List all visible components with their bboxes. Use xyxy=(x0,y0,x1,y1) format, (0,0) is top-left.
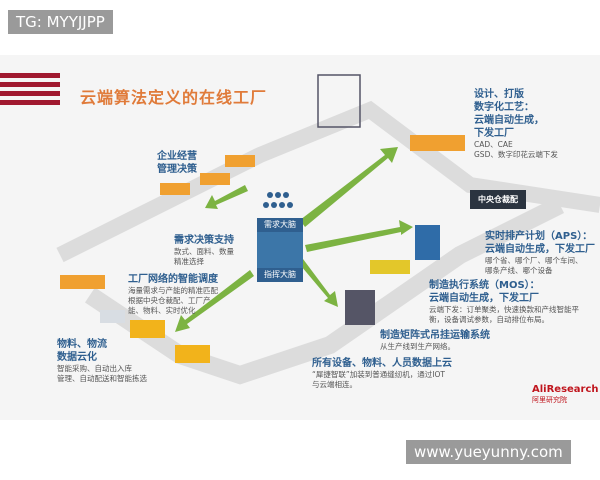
logo-brand: AliResearch xyxy=(532,384,599,395)
bottom-watermark: www.yueyunny.com xyxy=(406,440,571,464)
demand-brain-label: 需求大脑 xyxy=(257,218,303,232)
command-brain-label: 指挥大脑 xyxy=(257,268,303,282)
demand-block: 需求决策支持 款式、面料、数量 精准选择 xyxy=(174,234,234,267)
heading-line: 设计、打版 xyxy=(474,89,524,100)
green-arrows xyxy=(175,147,413,332)
flow-graphics xyxy=(0,73,600,385)
cloud-icon xyxy=(257,232,303,268)
center-brain: 需求大脑 指挥大脑 xyxy=(257,218,303,282)
detail-line: “犀捷智联”加装到普通缝纫机，通过IOT xyxy=(312,370,445,379)
detail-line: 管理、自动配送和智能拣选 xyxy=(57,374,147,383)
heading-line: 云端自动生成，下发工厂 xyxy=(429,293,539,304)
truck-illustrations xyxy=(100,310,210,363)
top-watermark: TG: MYYJJPP xyxy=(8,10,113,34)
enterprise-block: 企业经营 管理决策 xyxy=(157,150,197,176)
detail-line: 与云端相连。 xyxy=(312,380,357,389)
desk-illustrations xyxy=(60,74,465,289)
heading: 需求决策支持 xyxy=(174,235,234,246)
detail-line: GSD、数字印花云端下发 xyxy=(474,150,558,159)
heading-line: 企业经营 xyxy=(157,151,197,162)
page-title: 云端算法定义的在线工厂 xyxy=(80,88,268,107)
heading-line: 实时排产计划（APS）： xyxy=(485,231,593,242)
machine-illustrations xyxy=(345,225,440,325)
aliresearch-logo: AliResearch 阿里研究院 xyxy=(532,384,599,405)
heading: 工厂网络的智能调度 xyxy=(128,274,218,285)
heading: 所有设备、物料、人员数据上云 xyxy=(312,358,452,369)
mos-block: 制造执行系统（MOS）： 云端自动生成，下发工厂 云端下发：订单聚类，快速换款和… xyxy=(429,279,579,325)
detail-line: 云端下发：订单聚类，快速换款和产线智能平 xyxy=(429,305,579,314)
detail-line: 哪条产线、哪个设备 xyxy=(485,266,553,275)
detail-line: 哪个省、哪个厂、哪个车间、 xyxy=(485,256,583,265)
detail-line: 根据中央仓裁配、工厂产 xyxy=(128,296,211,305)
material-block: 物料、物流 数据云化 智能采购、自动出入库 管理、自动配送和智能拣选 xyxy=(57,338,147,384)
detail-line: 衡，设备调试参数，自动排位布局。 xyxy=(429,315,549,324)
heading-line: 云端自动生成， xyxy=(474,115,544,126)
heading: 制造矩阵式吊挂运输系统 xyxy=(380,330,490,341)
heading-line: 下发工厂 xyxy=(474,128,514,139)
heading-line: 物料、物流 xyxy=(57,339,107,350)
detail-line: 精准选择 xyxy=(174,257,204,266)
design-block: 设计、打版 数字化工艺： 云端自动生成， 下发工厂 CAD、CAE GSD、数字… xyxy=(474,88,558,160)
cloud-data-block: 所有设备、物料、人员数据上云 “犀捷智联”加装到普通缝纫机，通过IOT 与云端相… xyxy=(312,357,452,390)
detail-line: 从生产线到生产网络。 xyxy=(380,342,455,351)
heading-line: 数字化工艺： xyxy=(474,102,534,113)
data-band-lower xyxy=(85,196,565,385)
detail-line: 智能采购、自动出入库 xyxy=(57,364,132,373)
heading-line: 管理决策 xyxy=(157,164,197,175)
aps-block: 实时排产计划（APS）： 云端自动生成，下发工厂 哪个省、哪个厂、哪个车间、 哪… xyxy=(485,230,595,276)
network-block: 工厂网络的智能调度 海量需求与产能的精准匹配 根据中央仓裁配、工厂产 能、物料、… xyxy=(128,273,218,316)
heading-line: 数据云化 xyxy=(57,352,97,363)
data-band-upper xyxy=(56,100,600,263)
central-warehouse-label: 中央仓裁配 xyxy=(470,190,526,209)
people-icons xyxy=(263,192,293,208)
title-stripes xyxy=(0,73,60,105)
hanging-block: 制造矩阵式吊挂运输系统 从生产线到生产网络。 xyxy=(380,329,490,352)
heading-line: 制造执行系统（MOS）： xyxy=(429,280,540,291)
detail-line: CAD、CAE xyxy=(474,140,513,149)
logo-sub: 阿里研究院 xyxy=(532,396,567,404)
detail-line: 款式、面料、数量 xyxy=(174,247,234,256)
heading-line: 云端自动生成，下发工厂 xyxy=(485,244,595,255)
detail-line: 能、物料、实时优化 xyxy=(128,306,196,315)
detail-line: 海量需求与产能的精准匹配 xyxy=(128,286,218,295)
